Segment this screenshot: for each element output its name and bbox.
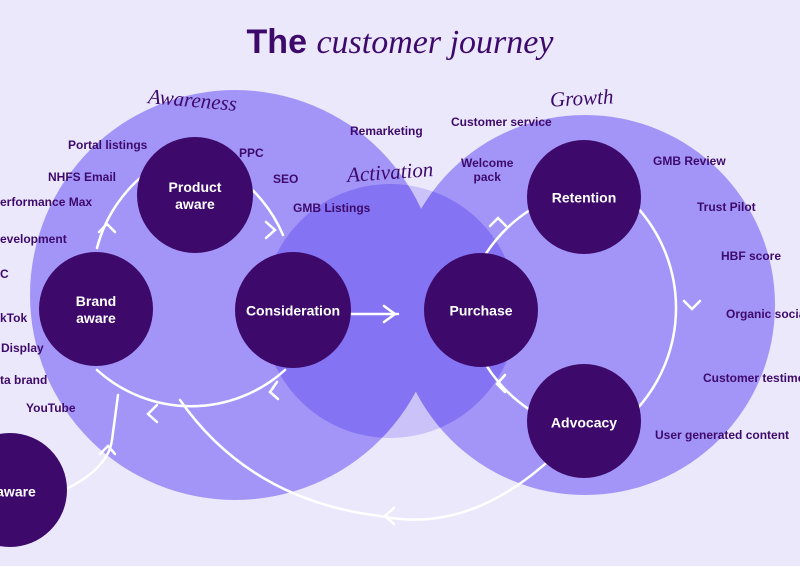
channel-ppc: PPC (239, 146, 264, 160)
arrowhead (495, 373, 507, 394)
title-main: The (246, 23, 307, 61)
channel-customer-service: Customer service (451, 115, 552, 129)
growth-activation-overlap (395, 184, 517, 438)
channel-remarketing: Remarketing (350, 124, 423, 138)
retention-label: Retention (551, 189, 617, 206)
arrowhead (383, 506, 396, 526)
retention-node (527, 140, 641, 254)
purchase-node (424, 253, 538, 367)
channel-display: Display (1, 341, 44, 355)
page-title: The customer journey (0, 22, 800, 63)
journey-arrows (58, 168, 702, 526)
channel-portal-listings: Portal listings (68, 138, 148, 152)
advocacy-node (527, 364, 641, 478)
consideration-node (235, 252, 351, 368)
growth-circle (395, 115, 775, 495)
arrowhead (488, 216, 508, 228)
channel-seo: SEO (273, 172, 299, 186)
arrowhead (146, 403, 159, 424)
phase-growth: Growth (549, 84, 614, 112)
arrowhead (382, 304, 398, 324)
unaware-label: aware (0, 483, 36, 500)
arrowhead (97, 222, 117, 234)
product-aware-label: Product aware (168, 179, 222, 212)
channel-nhfs-email: NHFS Email (48, 170, 117, 184)
product-aware-node (137, 137, 253, 253)
consideration-label: Consideration (245, 302, 341, 319)
channel-organic-social: Organic socia (726, 307, 800, 321)
arc-advocacy-to-purchase (484, 363, 532, 412)
arrowhead (98, 444, 117, 456)
arc-retention-to-advocacy (634, 204, 678, 412)
channel-youtube: YouTube (26, 401, 76, 415)
arrowhead (682, 299, 702, 311)
arrowhead (268, 380, 280, 401)
brand-aware-label: Brand aware (75, 293, 117, 326)
purchase-label: Purchase (449, 302, 513, 319)
arc-purchase-to-retention (483, 208, 532, 257)
channel-customer-testimonials: Customer testime (703, 371, 800, 385)
channel-tiktok: kTok (0, 311, 28, 325)
channel-gmb-listings: GMB Listings (293, 201, 371, 215)
channel-meta-brand: ta brand (0, 373, 48, 387)
channel-hbf-score: HBF score (721, 249, 782, 263)
unaware-node (0, 433, 67, 547)
channel-welcome-pack: Welcome pack (461, 156, 514, 184)
arc-consideration-to-brand (95, 368, 287, 408)
title-italic: customer journey (316, 24, 554, 61)
channel-c: C (0, 267, 9, 281)
brand-aware-node (39, 252, 153, 366)
channel-gmb-review: GMB Review (653, 154, 726, 168)
arc-advocacy-to-brand (178, 398, 557, 521)
channel-user-generated-content: User generated content (655, 428, 790, 442)
advocacy-label: Advocacy (550, 414, 618, 431)
channel-performance-max: erformance Max (0, 195, 93, 209)
channel-trust-pilot: Trust Pilot (697, 200, 756, 214)
arrowhead (264, 220, 277, 240)
channel-development: evelopment (0, 232, 67, 246)
arc-unaware-to-brand (58, 393, 120, 494)
